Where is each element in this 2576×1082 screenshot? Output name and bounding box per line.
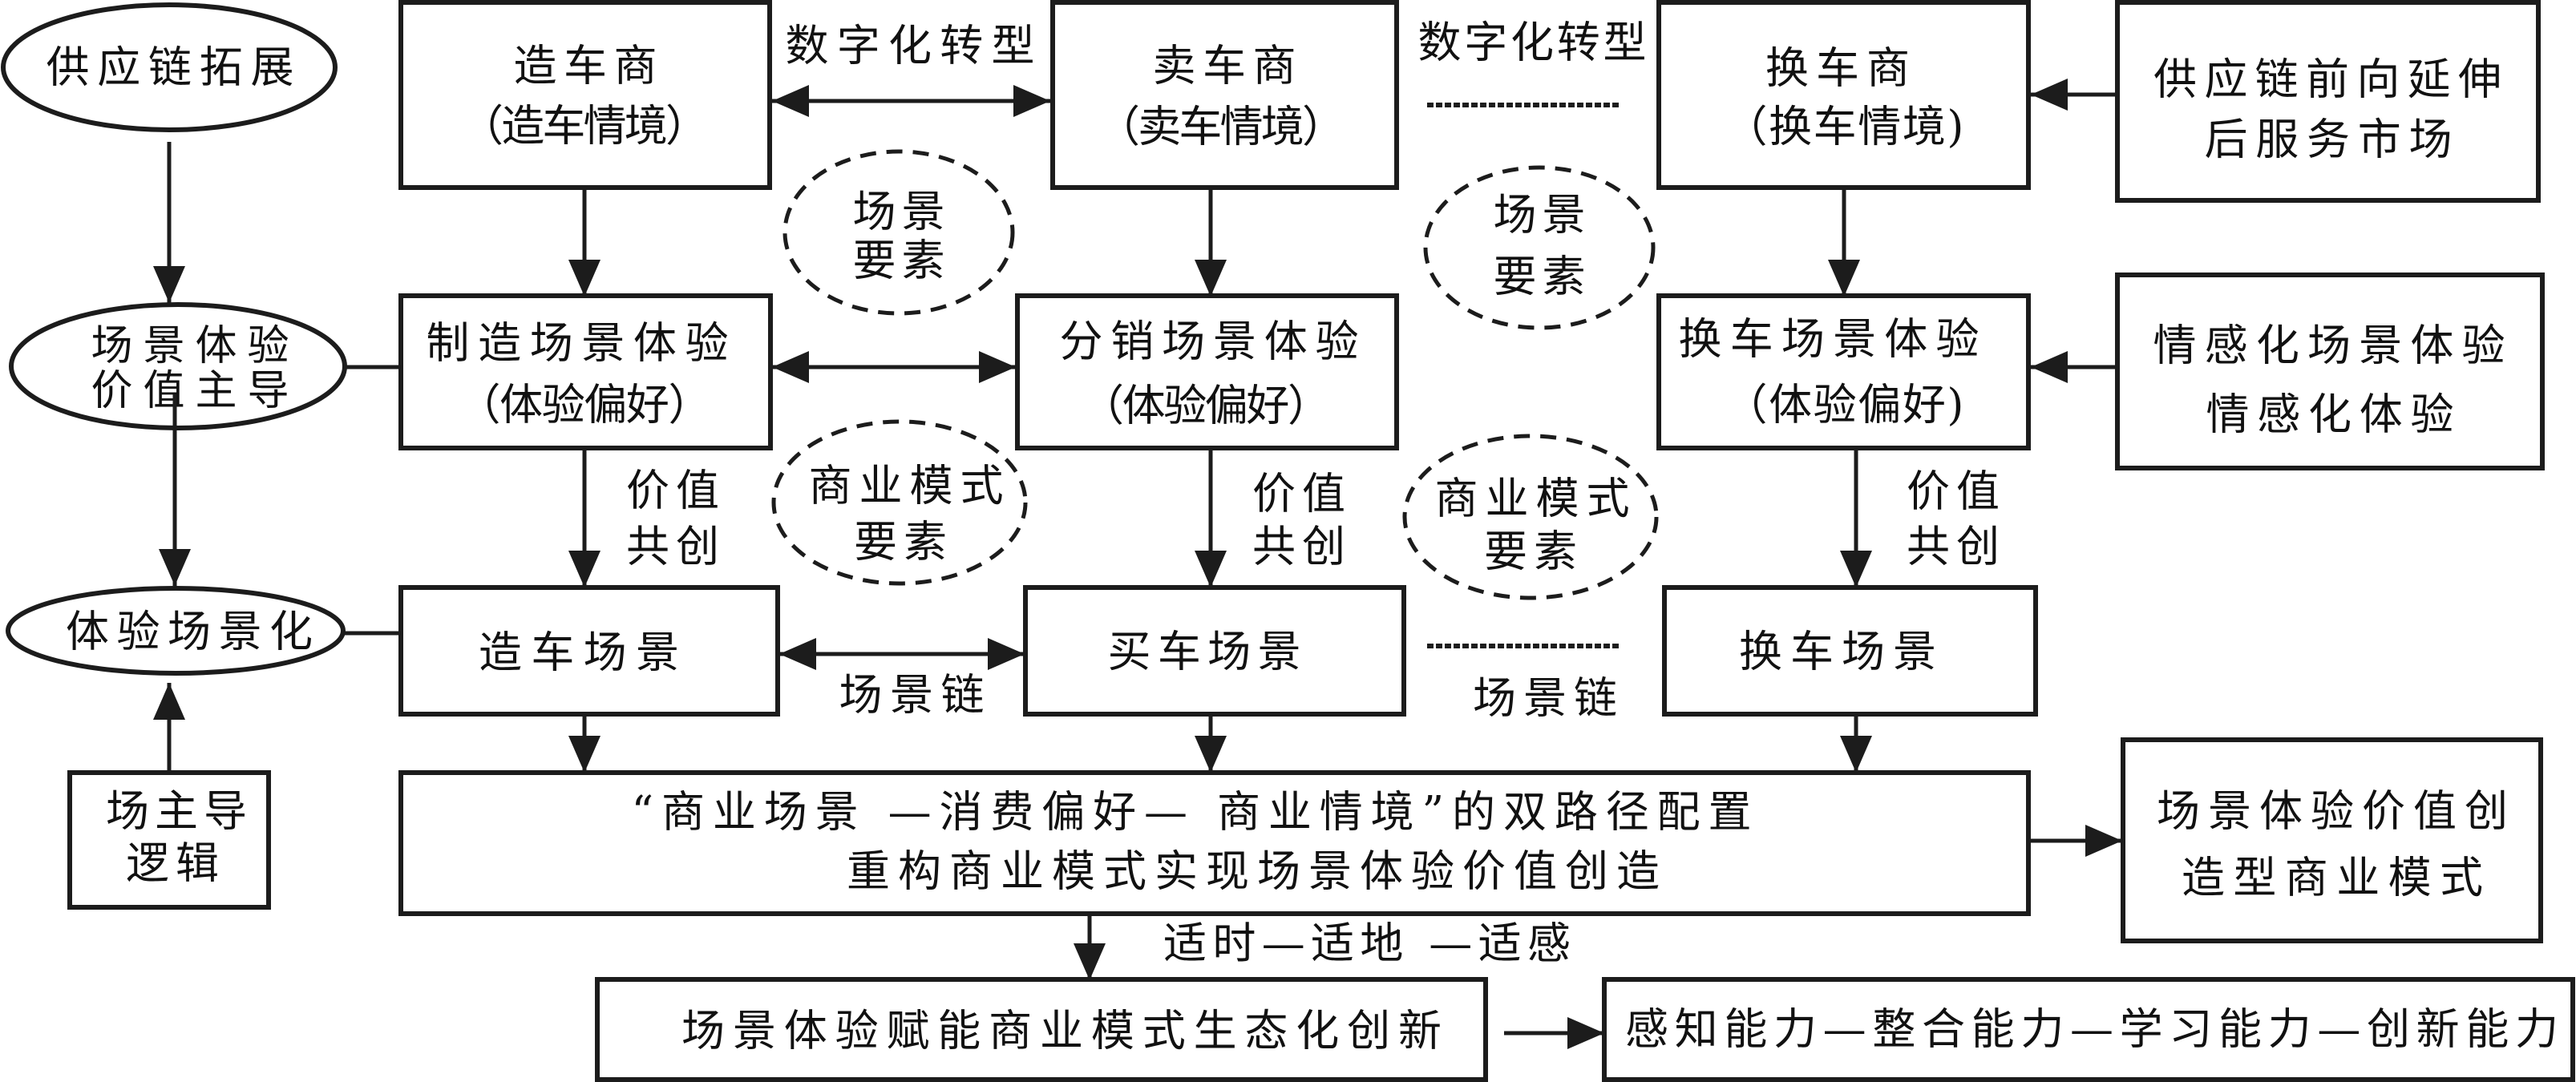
fit-time-place-feel-label: 适时—适地 —适感 [1163, 918, 1571, 969]
car-maker-context: （造车情境） [460, 101, 709, 151]
emotional-experience-box [2115, 273, 2545, 470]
experience-scenarization-label: 体验场景化 [66, 607, 313, 657]
car-seller-context: （卖车情境） [1097, 102, 1345, 152]
dual-path-config-box [398, 770, 2031, 916]
node-supply-chain-forward: 供应链前向延伸 后服务市场 [2115, 0, 2541, 203]
node-ecosystem-innovation: 场景体验赋能商业模式生态化创新 [595, 977, 1488, 1082]
capabilities-label: 感知能力—整合能力—学习能力—创新能力 [1625, 1004, 2558, 1055]
node-manufacturing-experience: 制造场景体验 （体验偏好） [398, 293, 773, 450]
node-car-maker: 造车商 （造车情境） [398, 0, 772, 190]
distribution-experience-preference: （体验偏好） [1081, 381, 1331, 431]
ecosystem-innovation-label: 场景体验赋能商业模式生态化创新 [681, 1006, 1442, 1056]
business-model-elements-1-ellipse [771, 419, 1028, 586]
node-value-creation-model: 场景体验价值创 造型商业模式 [2121, 737, 2543, 943]
value-cocreation-2-line-1: 价值 [1252, 469, 1345, 519]
car-replacer-context: （换车情境) [1725, 102, 1964, 152]
node-emotional-experience: 情感化场景体验 情感化体验 [2115, 273, 2545, 470]
node-car-replacer: 换车商 （换车情境) [1656, 0, 2031, 190]
value-cocreation-2-line-2: 共创 [1252, 522, 1345, 572]
node-distribution-experience: 分销场景体验 （体验偏好） [1015, 293, 1399, 450]
car-replacer-box [1656, 0, 2031, 190]
value-cocreation-1-line-1: 价值 [626, 466, 719, 516]
car-seller-title: 卖车商 [1153, 41, 1296, 91]
car-buying-scene-box [1023, 585, 1406, 717]
supply-chain-forward-line-2: 后服务市场 [2205, 115, 2453, 165]
car-maker-title: 造车商 [514, 41, 657, 91]
node-car-buying-scene: 买车场景 [1023, 585, 1406, 717]
digital-transformation-label-2: 数字化转型 [1418, 18, 1647, 68]
supply-chain-forward-line-1: 供应链前向延伸 [2153, 55, 2501, 105]
node-capabilities: 感知能力—整合能力—学习能力—创新能力 [1602, 977, 2575, 1082]
scene-elements-2: 场景 要素 [1423, 165, 1656, 330]
node-dual-path-config: “商业场景 —消费偏好— 商业情境”的双路径配置 重构商业模式实现场景体验价值创… [398, 770, 2031, 916]
capabilities-box [1602, 977, 2575, 1082]
car-seller-box [1050, 0, 1399, 190]
replacement-experience-preference: （体验偏好) [1725, 380, 1964, 430]
node-replacement-experience: 换车场景体验 （体验偏好) [1656, 293, 2031, 450]
scene-elements-1: 场景 要素 [783, 149, 1015, 316]
car-maker-box [398, 0, 772, 190]
field-led-logic-line-1: 场主导 [106, 786, 247, 837]
supply-chain-expansion-label: 供应链拓展 [47, 42, 294, 93]
business-model-elements-2-ellipse [1402, 434, 1659, 600]
supply-chain-forward-box [2115, 0, 2541, 203]
value-cocreation-1-line-2: 共创 [626, 522, 719, 572]
emotional-experience-line-1: 情感化场景体验 [2153, 321, 2505, 371]
experience-scenarization-ellipse [6, 586, 346, 676]
node-scene-value-led: 场景体验 价值主导 [9, 302, 347, 430]
business-model-elements-2: 商业模式 要素 [1402, 434, 1659, 600]
scene-chain-label-1: 场景链 [839, 670, 985, 721]
car-replacer-title: 换车商 [1765, 43, 1910, 94]
ecosystem-innovation-box [595, 977, 1488, 1082]
value-cocreation-3-line-1: 价值 [1907, 466, 2000, 517]
scene-elements-1-ellipse [783, 149, 1015, 316]
node-field-led-logic: 场主导 逻辑 [67, 770, 271, 910]
node-car-seller: 卖车商 （卖车情境） [1050, 0, 1399, 190]
node-experience-scenarization: 体验场景化 [6, 586, 346, 676]
manufacturing-experience-preference: （体验偏好） [458, 380, 712, 430]
business-model-elements-1: 商业模式 要素 [771, 419, 1028, 586]
value-creation-model-box [2121, 737, 2543, 943]
value-cocreation-3-line-2: 共创 [1907, 522, 2000, 572]
scene-chain-label-2: 场景链 [1473, 673, 1617, 724]
digital-transformation-label-1: 数字化转型 [786, 21, 1035, 71]
field-led-logic-box [67, 770, 271, 910]
car-replacing-scene-box [1662, 585, 2038, 717]
node-supply-chain-expansion: 供应链拓展 [1, 2, 338, 132]
value-creation-model-line-1: 场景体验价值创 [2157, 786, 2508, 837]
supply-chain-expansion-ellipse [1, 2, 338, 132]
car-making-scene-box [398, 585, 780, 717]
node-car-making-scene: 造车场景 [398, 585, 780, 717]
emotional-experience-line-2: 情感化体验 [2206, 390, 2454, 440]
node-car-replacing-scene: 换车场景 [1662, 585, 2038, 717]
scene-elements-2-ellipse [1423, 165, 1656, 330]
